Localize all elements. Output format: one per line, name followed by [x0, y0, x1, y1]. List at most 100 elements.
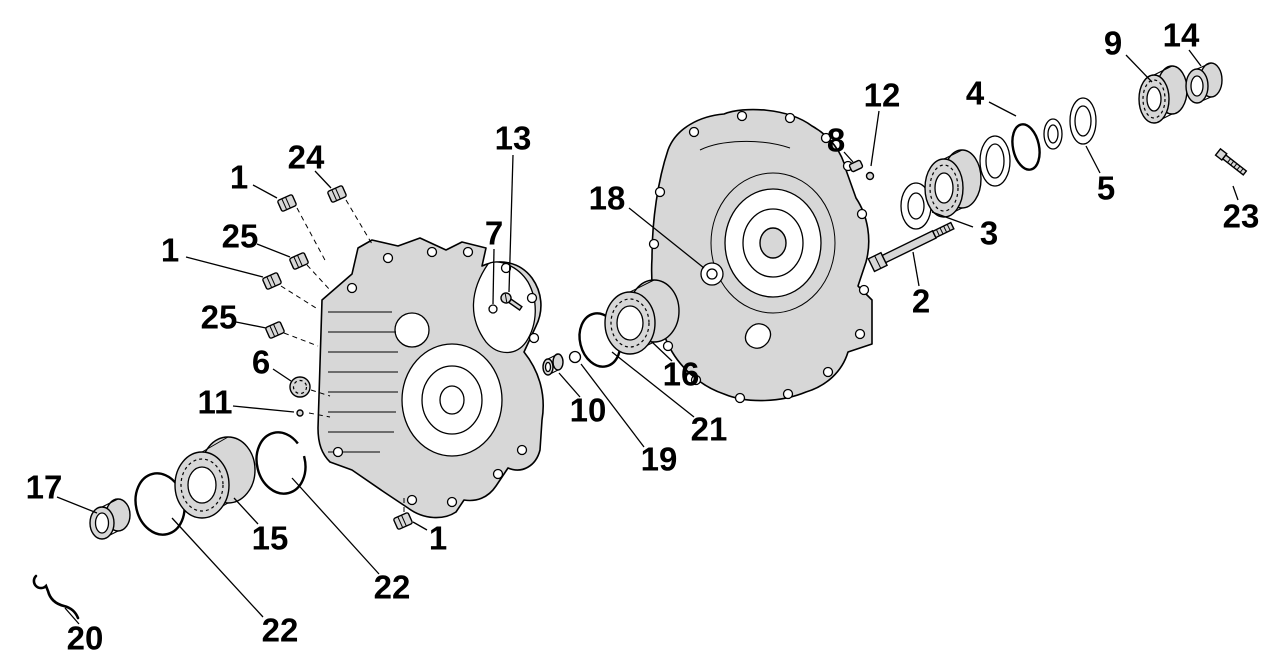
race-ring-5: [1069, 97, 1097, 145]
screw-13: [500, 292, 523, 311]
plug-1-bottom: [393, 512, 413, 530]
bushing-10: [542, 353, 564, 376]
plug-25-lower: [265, 321, 285, 339]
plug-1-middle: [262, 272, 282, 290]
callout-leader-17: [56, 496, 98, 514]
part-11: [296, 409, 304, 417]
callout-label-7: 7: [485, 215, 503, 252]
bearing-15: [174, 436, 256, 519]
callout-label-23: 23: [1223, 198, 1260, 235]
callout-label-4: 4: [966, 75, 985, 112]
screw-23: [1214, 147, 1248, 176]
rib-lines: [328, 311, 398, 453]
callout-label-25: 25: [201, 299, 238, 336]
left-crankcase-half: [317, 237, 544, 519]
alignment-dashes: [280, 199, 405, 512]
callout-leader-21: [611, 351, 695, 418]
tapered-bearing-9: [1138, 65, 1188, 124]
callout-label-21: 21: [691, 411, 728, 448]
callout-leader-11: [232, 405, 295, 413]
part-8: [848, 159, 864, 173]
callout-leader-9: [1125, 54, 1153, 83]
callout-label-16: 16: [663, 356, 700, 393]
plug-1-top: [277, 194, 297, 212]
callout-label-18: 18: [589, 180, 626, 217]
callout-label-17: 17: [26, 469, 63, 506]
callout-leader-15: [233, 497, 259, 525]
callout-leader-16: [651, 341, 673, 362]
bearing-16: [604, 279, 680, 355]
callout-label-15: 15: [252, 520, 289, 557]
callout-label-24: 24: [288, 139, 325, 176]
callout-label-22: 22: [374, 569, 411, 606]
callout-leader-1: [185, 256, 264, 278]
right-case-bore-hub: [759, 227, 787, 259]
bushing-17: [89, 498, 131, 540]
spacer-washer-4: [1043, 118, 1063, 150]
main-bore-center: [439, 385, 465, 415]
callout-leader-6: [272, 368, 292, 382]
callout-label-13: 13: [495, 120, 532, 157]
plug-6: [289, 376, 311, 398]
ring-19: [568, 350, 582, 364]
kidney-slot: [744, 323, 772, 349]
callout-label-22: 22: [262, 612, 299, 649]
race-ring-4: [979, 135, 1011, 187]
tapered-bearing-4: [924, 149, 982, 218]
callout-label-20: 20: [67, 620, 104, 655]
callout-leader-2: [912, 251, 920, 287]
callout-leader-24: [314, 170, 332, 189]
callout-leader-25: [256, 243, 291, 258]
callout-leader-19: [580, 363, 645, 448]
bolt-2: [867, 221, 955, 273]
callout-leader-10: [558, 372, 581, 398]
snap-ring-4: [1011, 123, 1041, 171]
right-crankcase-half: [648, 108, 873, 404]
callout-leader-8: [843, 151, 854, 163]
callout-label-6: 6: [252, 344, 270, 381]
left-case-mouth: [472, 261, 536, 354]
callout-label-1: 1: [429, 520, 447, 557]
part-18-hole-inner: [706, 268, 718, 280]
callout-leader-20: [64, 607, 80, 625]
callout-leader-13: [508, 154, 514, 293]
callout-label-12: 12: [864, 77, 901, 114]
callout-label-8: 8: [827, 122, 845, 159]
callout-label-1: 1: [161, 232, 179, 269]
callout-label-11: 11: [198, 384, 233, 421]
part-12: [865, 171, 875, 181]
callout-leader-22: [291, 477, 380, 575]
callout-label-1: 1: [230, 159, 248, 196]
callout-label-3: 3: [980, 215, 998, 252]
callout-leader-22: [171, 517, 264, 618]
right-case-outer-arc: [710, 172, 836, 314]
callout-leader-18: [628, 207, 705, 269]
bushing-14: [1185, 62, 1223, 104]
callout-leader-14: [1188, 49, 1202, 67]
callout-leader-5: [1085, 145, 1101, 174]
callout-leader-3: [931, 211, 974, 228]
wire-clip-20: [32, 574, 80, 620]
bearing-stack: [900, 62, 1223, 230]
washer-3: [900, 182, 932, 230]
callout-label-10: 10: [570, 392, 607, 429]
right-case-rib: [699, 141, 791, 151]
callout-label-2: 2: [912, 283, 930, 320]
plug-25-upper: [289, 252, 309, 270]
part-7: [488, 304, 498, 314]
callout-leader-25: [235, 321, 267, 329]
callout-label-5: 5: [1097, 170, 1115, 207]
callout-leader-7: [492, 248, 495, 305]
callout-leader-23: [1232, 185, 1239, 201]
callout-label-19: 19: [641, 441, 678, 478]
callout-leader-4: [988, 101, 1017, 117]
left-case-bolt-holes: [332, 246, 540, 508]
callout-label-14: 14: [1163, 17, 1200, 54]
callout-label-9: 9: [1104, 25, 1122, 62]
left-case-opening: [394, 312, 430, 348]
callout-label-25: 25: [222, 218, 259, 255]
callout-leader-12: [870, 110, 880, 167]
